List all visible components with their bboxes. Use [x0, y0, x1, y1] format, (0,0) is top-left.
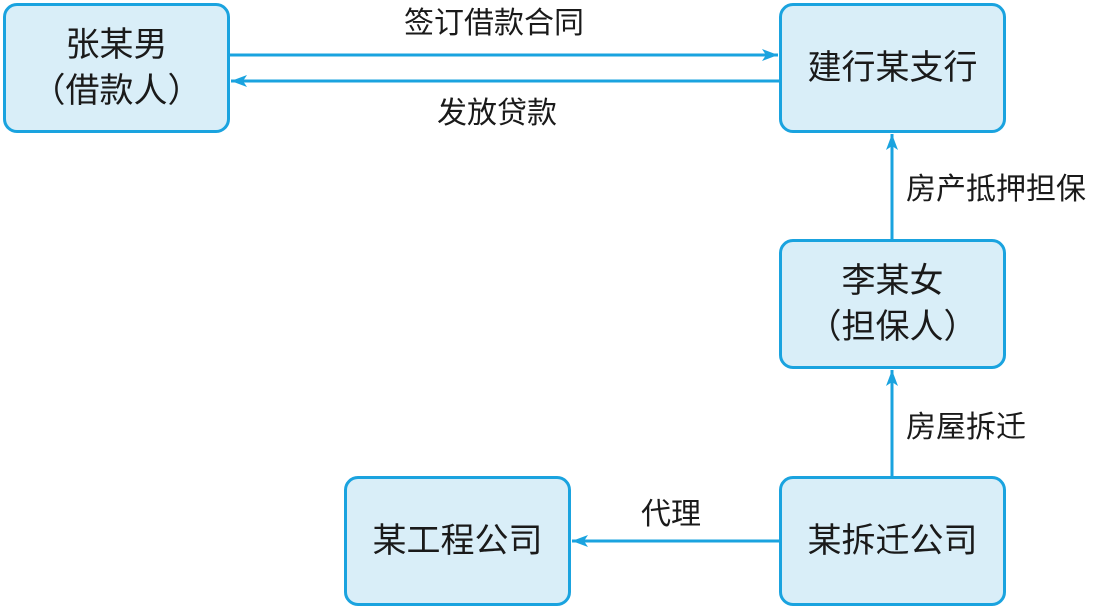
node-borrower-name: 张某男 [65, 25, 168, 65]
node-guarantor: 李某女 （担保人） [779, 239, 1006, 369]
node-demolition-company-name: 某拆迁公司 [807, 521, 978, 561]
node-guarantor-name: 李某女 [841, 261, 944, 301]
node-engineering-company: 某工程公司 [344, 476, 571, 606]
node-bank-name: 建行某支行 [807, 48, 978, 88]
edge-loan-label: 发放贷款 [437, 96, 557, 131]
node-borrower-role: （借款人） [31, 71, 202, 111]
edge-demolition-label: 房屋拆迁 [906, 410, 1026, 445]
node-bank: 建行某支行 [779, 3, 1006, 133]
node-borrower: 张某男 （借款人） [3, 3, 230, 133]
node-guarantor-role: （担保人） [807, 307, 978, 347]
edge-agent-label: 代理 [641, 497, 701, 532]
edge-mortgage-label: 房产抵押担保 [906, 172, 1086, 207]
edge-sign-label: 签订借款合同 [404, 6, 584, 41]
node-demolition-company: 某拆迁公司 [779, 476, 1006, 606]
node-engineering-company-name: 某工程公司 [372, 521, 543, 561]
